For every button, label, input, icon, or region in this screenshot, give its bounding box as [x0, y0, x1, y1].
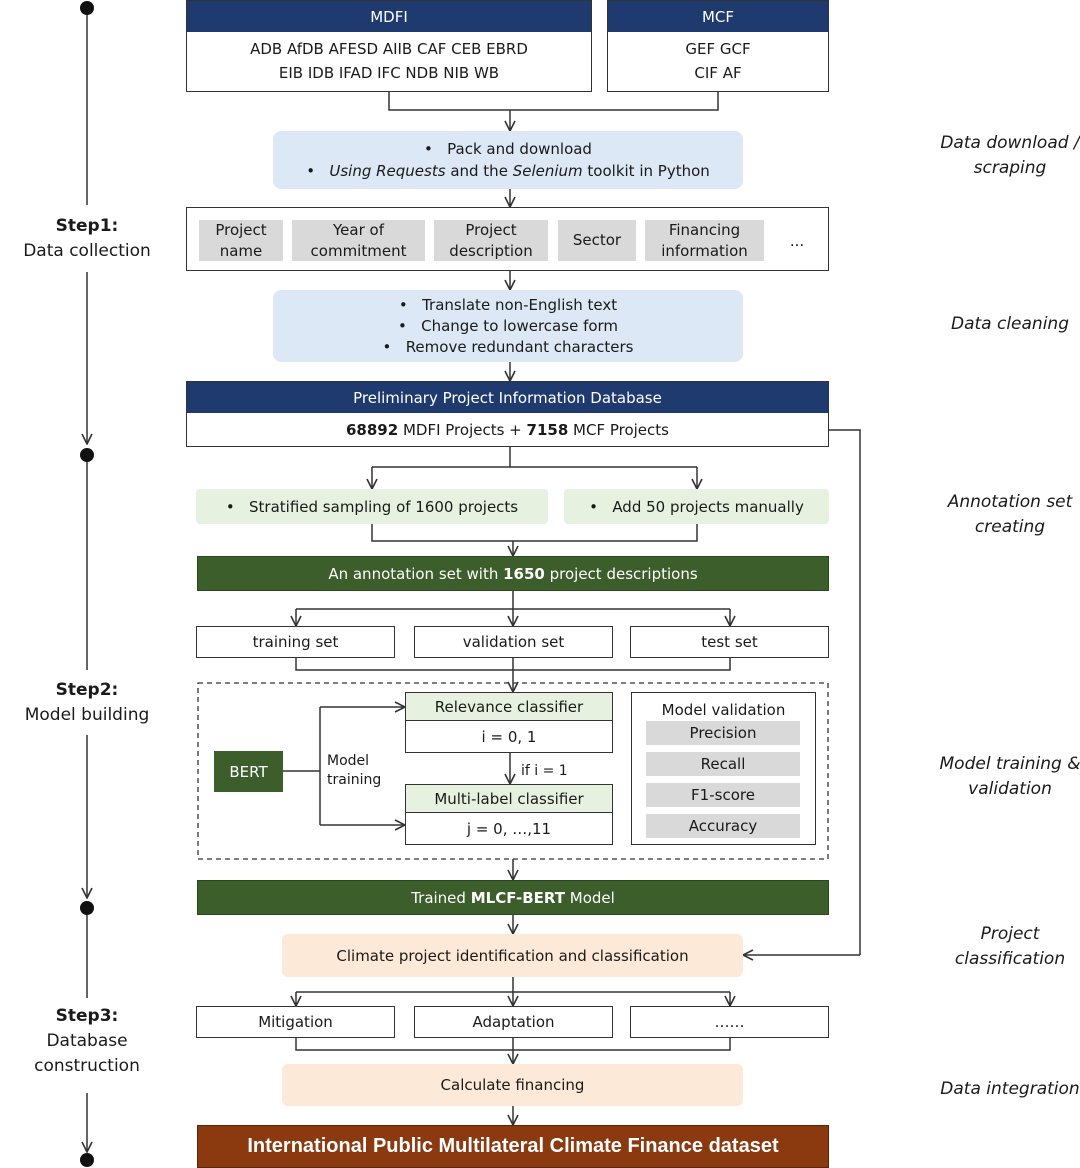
trained-model-bar: Trained MLCF-BERT Model	[197, 880, 829, 915]
download-bullet-2: • Using Requests and the Selenium toolki…	[306, 162, 710, 180]
mdfi-header: MDFI	[187, 1, 591, 32]
mcf-members: GEF GCF CIF AF	[608, 37, 828, 85]
cleaning-box: • Translate non-English text • Change to…	[273, 290, 743, 362]
test-set-box: test set	[630, 626, 829, 658]
relevance-classifier-header: Relevance classifier	[406, 693, 612, 721]
manual-projects-box: • Add 50 projects manually	[564, 489, 829, 524]
mcf-box: MCF GEF GCF CIF AF	[607, 0, 829, 92]
adaptation-box: Adaptation	[414, 1006, 613, 1038]
mcf-header: MCF	[608, 1, 828, 32]
metric-f1-score: F1-score	[646, 783, 800, 807]
stage-data-integration: Data integration	[940, 1079, 1080, 1099]
multi-label-classifier-output: j = 0, …,11	[466, 819, 552, 838]
step2-label: Step2: Model building	[24, 680, 150, 725]
mcf-line-1: GEF GCF	[685, 40, 751, 58]
metric-recall: Recall	[646, 752, 800, 776]
download-bullet-1: • Pack and download	[424, 140, 592, 158]
relevance-classifier: Relevance classifier i = 0, 1	[405, 692, 613, 753]
model-validation-title: Model validation	[661, 701, 786, 719]
validation-set-box: validation set	[414, 626, 613, 658]
cleaning-bullet-1: • Translate non-English text	[398, 296, 618, 314]
preliminary-counts: 68892 MDFI Projects + 7158 MCF Projects	[346, 420, 669, 439]
calculate-financing-box: Calculate financing	[282, 1064, 743, 1106]
condition-label: if i = 1	[521, 763, 568, 779]
dataset-bar: International Public Multilateral Climat…	[197, 1125, 829, 1168]
preliminary-database: Preliminary Project Information Database…	[186, 381, 829, 447]
training-set-box: training set	[196, 626, 395, 658]
multi-label-classifier: Multi-label classifier j = 0, …,11	[405, 784, 613, 845]
bert-box: BERT	[214, 751, 283, 792]
mdfi-line-1: ADB AfDB AFESD AIIB CAF CEB EBRD	[250, 40, 528, 58]
mdfi-members: ADB AfDB AFESD AIIB CAF CEB EBRD EIB IDB…	[187, 37, 591, 85]
mcf-line-2: CIF AF	[694, 64, 742, 82]
multi-label-classifier-header: Multi-label classifier	[406, 785, 612, 813]
model-validation-box: Model validation Precision Recall F1-sco…	[631, 692, 816, 845]
stratified-sampling-box: • Stratified sampling of 1600 projects	[196, 489, 548, 524]
download-box: • Pack and download • Using Requests and…	[273, 131, 743, 189]
mdfi-box: MDFI ADB AfDB AFESD AIIB CAF CEB EBRD EI…	[186, 0, 592, 92]
stage-data-cleaning: Data cleaning	[950, 314, 1069, 334]
metric-accuracy: Accuracy	[646, 814, 800, 838]
field-sector: Sector	[558, 220, 636, 261]
field-more: ...	[789, 231, 805, 250]
metric-precision: Precision	[646, 721, 800, 745]
cleaning-bullet-2: • Change to lowercase form	[397, 317, 619, 335]
annotation-set-bar: An annotation set with 1650 project desc…	[197, 556, 829, 591]
mdfi-line-2: EIB IDB IFAD IFC NDB NIB WB	[278, 64, 500, 82]
step3-label: Step3: Database construction	[34, 1006, 140, 1076]
stage-model-training: Model training &validation	[939, 754, 1080, 799]
cleaning-bullet-3: • Remove redundant characters	[382, 338, 634, 356]
classification-box: Climate project identification and class…	[282, 934, 743, 977]
relevance-classifier-output: i = 0, 1	[481, 727, 537, 746]
preliminary-header: Preliminary Project Information Database	[187, 382, 828, 413]
model-training-label: Model training	[327, 753, 382, 788]
stage-data-download: Data download /scraping	[940, 133, 1080, 178]
step1-label: Step1: Data collection	[23, 216, 151, 261]
mitigation-box: Mitigation	[196, 1006, 395, 1038]
other-category-box: ……	[630, 1006, 829, 1038]
